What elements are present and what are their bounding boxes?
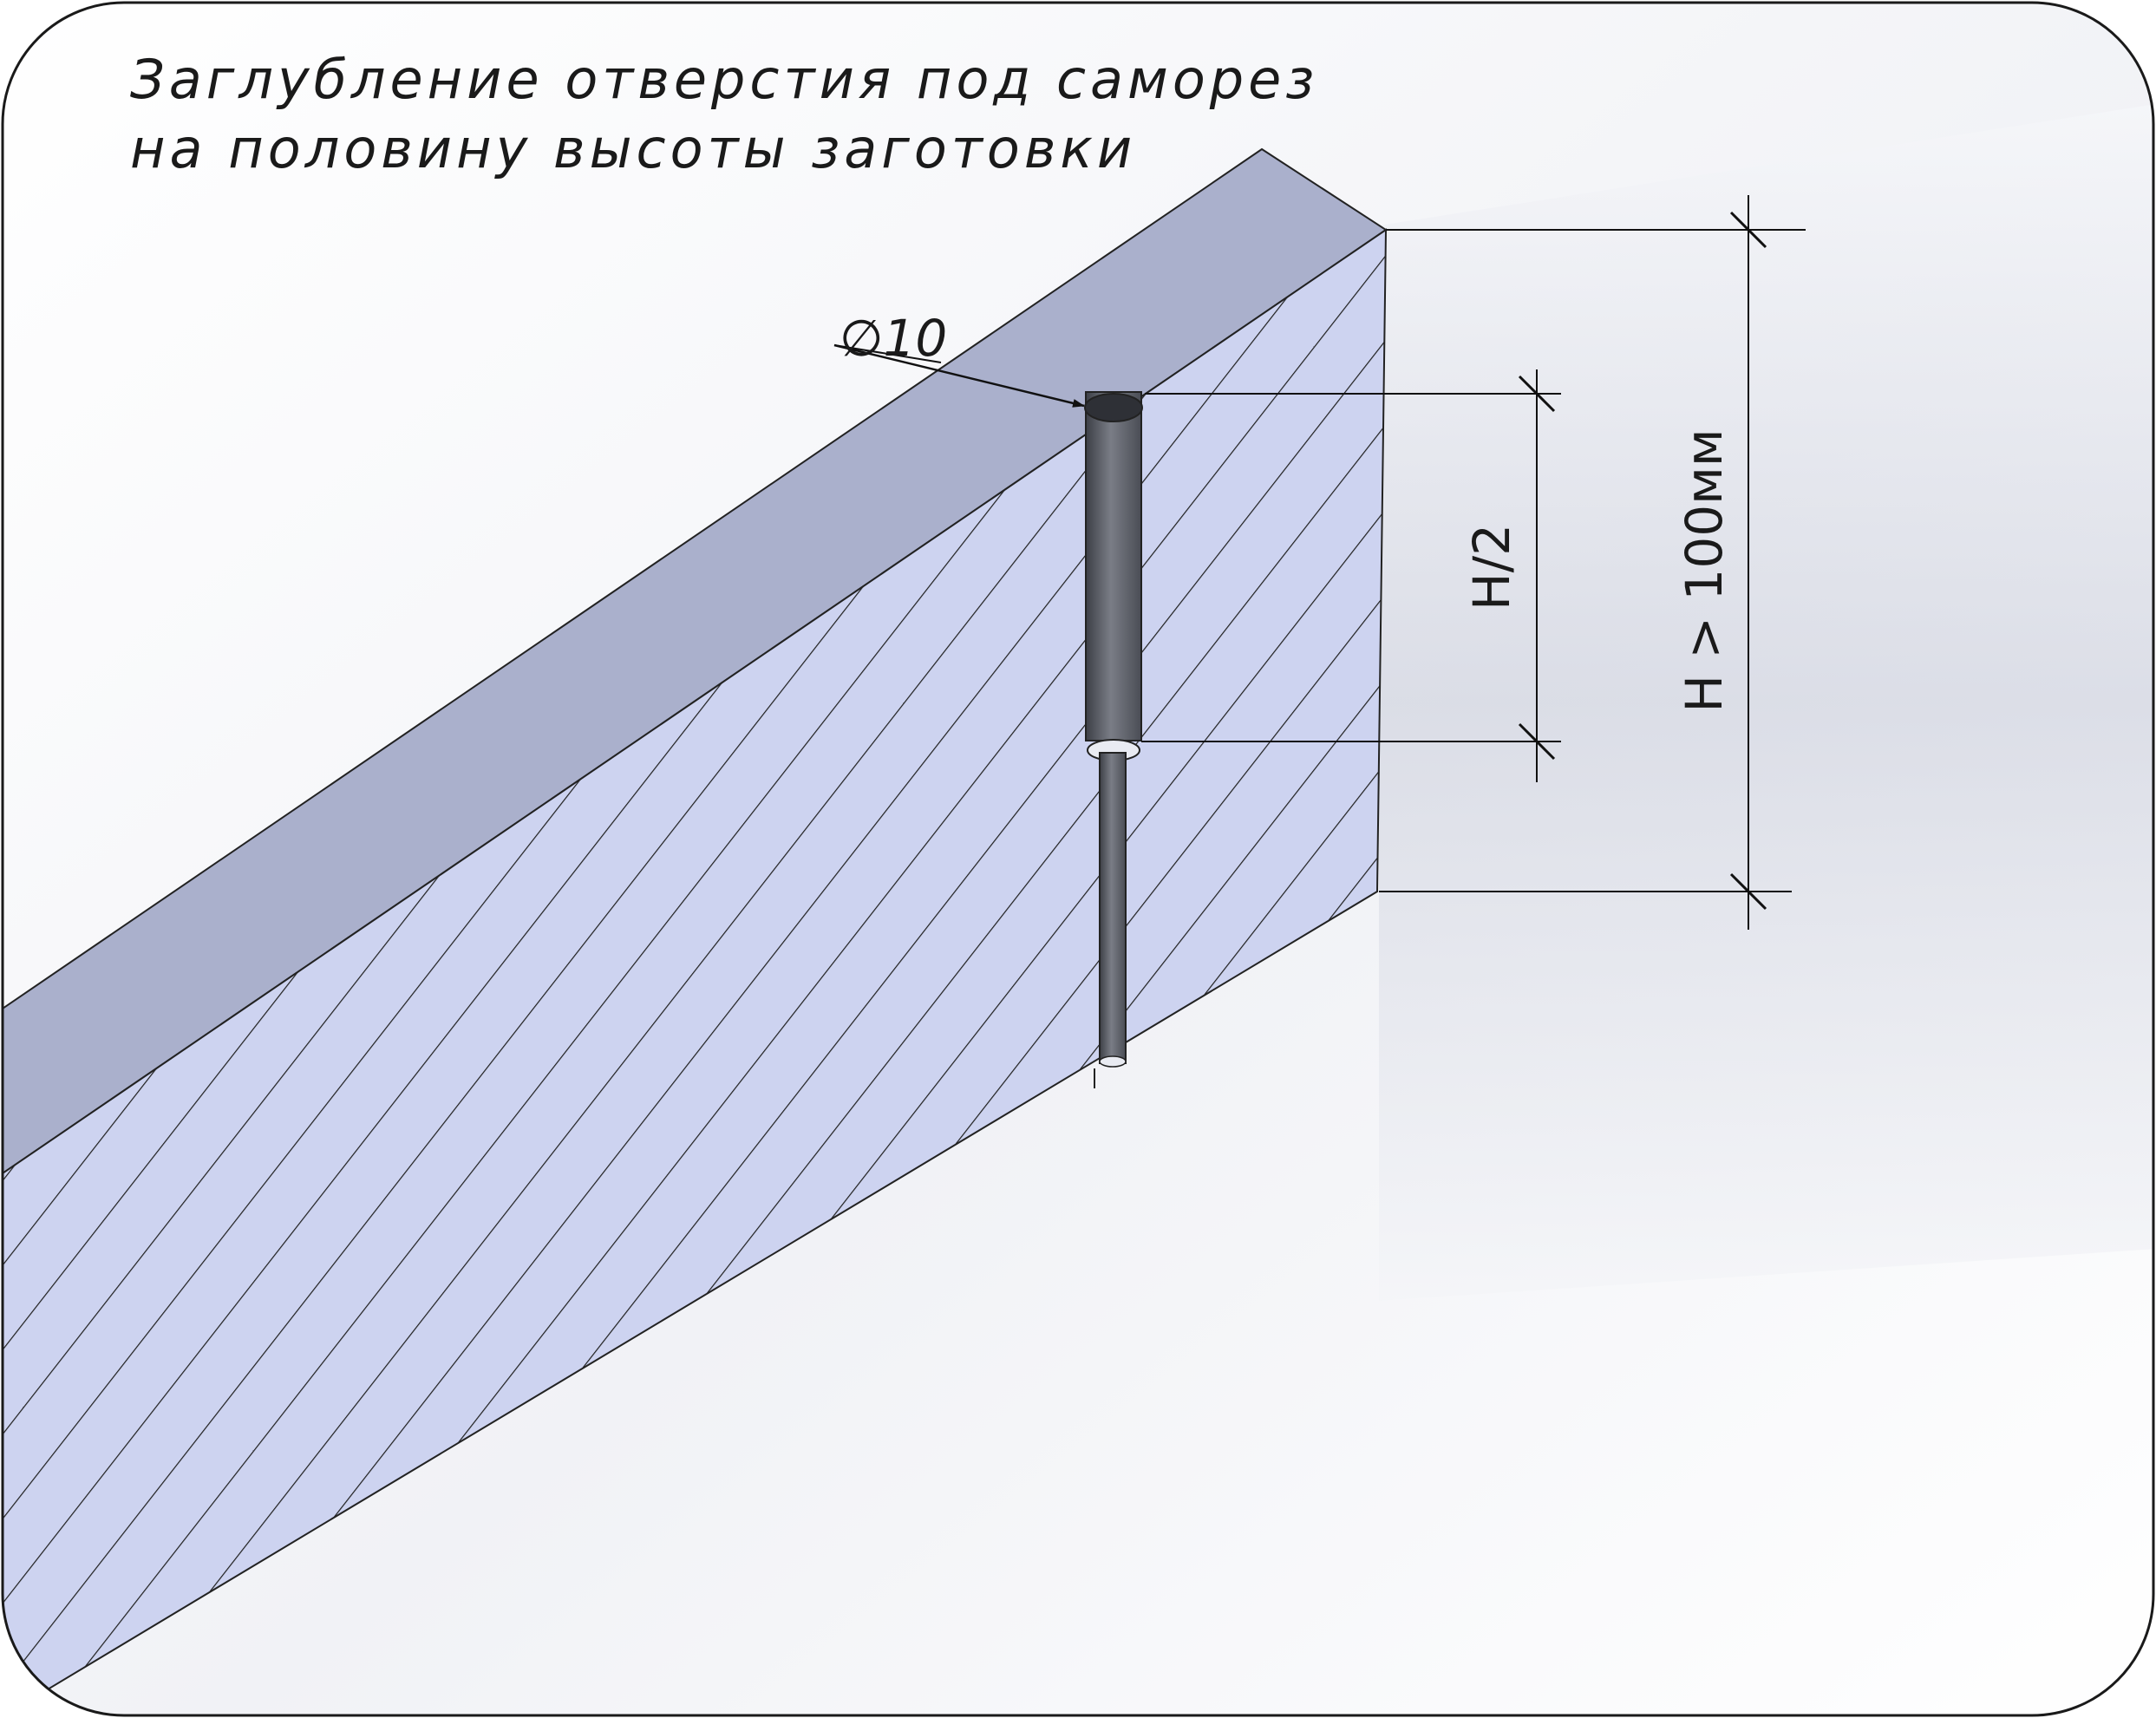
tick-h-top bbox=[1729, 211, 1767, 249]
background-shadow bbox=[1379, 104, 2153, 1301]
diameter-leader-shelf bbox=[833, 344, 942, 363]
tick-half-h-top bbox=[1518, 375, 1556, 413]
diameter-label: ∅10 bbox=[840, 309, 947, 368]
tick-half-h-bottom bbox=[1518, 722, 1556, 761]
tick-h-bottom bbox=[1729, 872, 1767, 911]
counterbore-hole bbox=[1085, 391, 1142, 741]
diameter-leader-arrow bbox=[833, 343, 1085, 408]
counterbore-opening bbox=[1084, 393, 1143, 422]
pilot-hole bbox=[1099, 752, 1127, 1064]
title-line-1: Заглубление отверстия под саморез bbox=[130, 48, 1319, 111]
title-line-2: на половину высоты заготовки bbox=[130, 117, 1137, 180]
board-section-face bbox=[3, 228, 1388, 1715]
height-label: H > 100мм bbox=[1675, 428, 1734, 712]
half-height-label: H/2 bbox=[1462, 524, 1521, 611]
pilot-hole-bottom bbox=[1099, 1055, 1127, 1068]
